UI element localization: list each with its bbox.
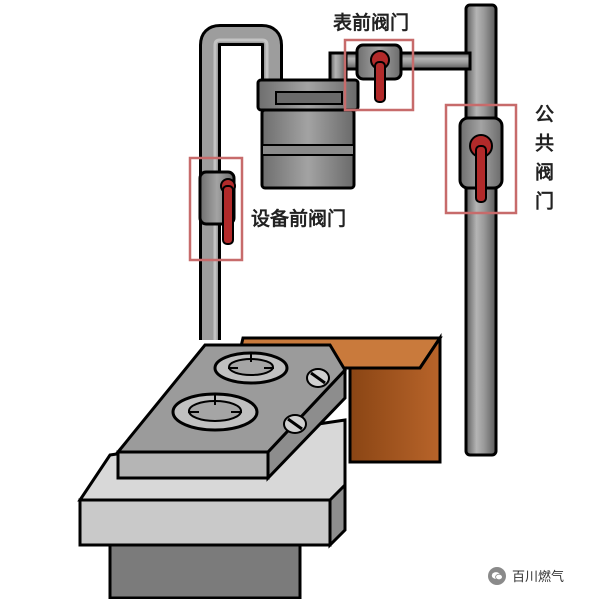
public-valve-label: 公共阀门: [532, 104, 554, 220]
public-valve-highlight: [444, 103, 518, 215]
meter-valve-label: 表前阀门: [333, 12, 410, 34]
device-pipe: [199, 24, 283, 340]
watermark: 百川燃气: [488, 566, 564, 585]
stove-knob-back: [306, 368, 330, 388]
wechat-icon: [488, 566, 506, 585]
device-valve: [188, 156, 244, 262]
meter-valve: [343, 38, 415, 112]
riser-pipe: [464, 3, 498, 457]
stove-knob-front: [283, 414, 307, 434]
gas-meter: [256, 78, 360, 190]
public-valve: [444, 103, 518, 215]
counter-slab-side: [328, 481, 347, 549]
back-burner: [213, 351, 289, 385]
base-cabinet: [108, 538, 302, 599]
front-burner: [171, 392, 259, 432]
counter-slab-front: [78, 498, 332, 547]
gas-stove: [114, 343, 347, 482]
counter-side: [348, 333, 442, 464]
device-valve-label: 设备前阀门: [251, 208, 347, 230]
watermark-text: 百川燃气: [512, 570, 565, 585]
meter-valve-highlight: [343, 38, 415, 112]
device-valve-highlight: [188, 156, 244, 262]
